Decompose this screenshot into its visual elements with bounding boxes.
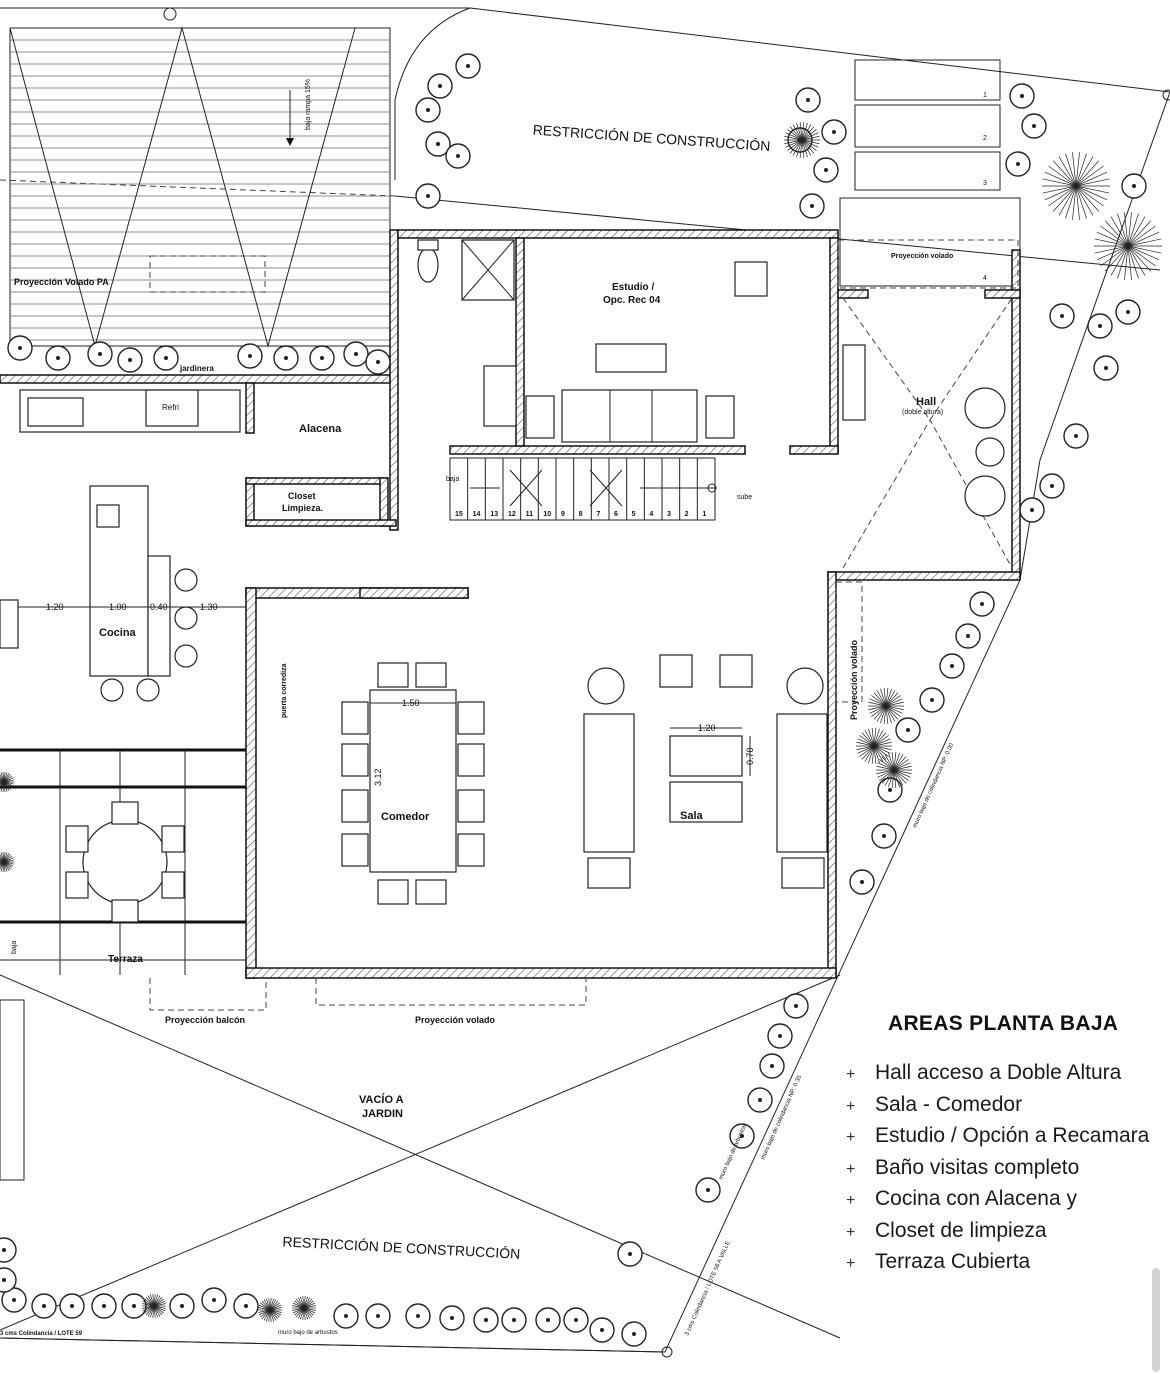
plus-icon: + <box>846 1255 856 1272</box>
stair-step-number: 2 <box>685 511 689 518</box>
garden-label-1: VACÍO A <box>359 1093 404 1106</box>
landscape-trees <box>0 53 1162 1347</box>
projection-balcony: Proyección balcón <box>165 1015 245 1025</box>
terrace-label: Terraza <box>108 954 143 965</box>
dim-kitchen-b: 1.00 <box>109 602 127 612</box>
plus-icon: + <box>846 1192 856 1209</box>
stair-step-number: 7 <box>596 511 600 518</box>
terrace <box>0 748 246 1181</box>
stair-step-number: 1 <box>702 511 706 518</box>
projection-pa-label: Proyección Volado PA <box>14 277 109 287</box>
legend-item: +Hall acceso a Doble Altura <box>846 1058 1170 1090</box>
parking-number-1: 1 <box>983 92 987 99</box>
plus-icon: + <box>846 1160 856 1178</box>
stair-step-number: 11 <box>526 511 534 518</box>
dim-table-l: 3.12 <box>373 768 383 786</box>
plus-icon: + <box>846 1223 856 1241</box>
dim-coffee-d: 0.70 <box>745 747 755 765</box>
dining-set <box>341 662 485 905</box>
studio-label-1: Estudio / <box>612 282 654 293</box>
walls <box>0 229 1021 979</box>
hall-label: Hall <box>916 396 936 408</box>
legend-item: +Sala - Comedor <box>846 1090 1170 1122</box>
garden-label-2: JARDIN <box>362 1108 403 1120</box>
ramp-label: baja rampa 15% <box>305 79 312 130</box>
stair-down-label: baja <box>446 476 459 483</box>
legend-item: +Terraza Cubierta <box>846 1247 1170 1279</box>
parking-number-2: 2 <box>983 135 987 142</box>
living-set <box>583 654 828 889</box>
projection-outlines <box>149 239 1019 1011</box>
stair-step-number: 4 <box>649 511 653 518</box>
stair-step-number: 3 <box>667 511 671 518</box>
terrace-down-label: baja <box>11 941 18 954</box>
restriction-bottom-label: RESTRICCIÓN DE CONSTRUCCIÓN <box>282 1233 521 1261</box>
stair-step-number: 12 <box>508 511 516 518</box>
dim-kitchen-a: 1.20 <box>46 602 64 612</box>
pantry-label: Alacena <box>299 423 342 435</box>
dim-table-w: 1.50 <box>402 698 420 708</box>
plus-icon: + <box>846 1066 856 1083</box>
legend-title: AREAS PLANTA BAJA <box>888 1012 1119 1035</box>
stair-step-number: 13 <box>490 511 498 518</box>
projection-overhang-bottom: Proyección volado <box>415 1015 496 1025</box>
ramp <box>9 26 391 348</box>
closet-label-2: Limpieza. <box>282 503 323 513</box>
parking-number-3: 3 <box>983 180 987 187</box>
sliding-door-label: puerta corrediza <box>281 663 288 718</box>
boundary-wall-2: muro bajo de colindancia NP: 0.35 <box>760 1074 803 1161</box>
dim-coffee-w: 1.20 <box>698 723 716 733</box>
plus-icon: + <box>846 1129 856 1146</box>
restriction-top-label: RESTRICCIÓN DE CONSTRUCCIÓN <box>532 122 771 155</box>
legend-item: +Closet de limpieza <box>846 1216 1170 1248</box>
dim-kitchen-d: 1.30 <box>200 602 218 612</box>
projection-overhang-top: Proyección volado <box>891 253 953 260</box>
boundary-wall-1: muro bajo de colindancia NP: 0.00 <box>912 742 955 829</box>
stair-step-number: 6 <box>614 511 618 518</box>
studio-label-2: Opc. Rec 04 <box>603 295 661 306</box>
dim-kitchen-c: 0.40 <box>150 602 168 612</box>
living-label: Sala <box>680 810 704 822</box>
closet-label-1: Closet <box>288 491 316 501</box>
stair-step-number: 8 <box>579 511 583 518</box>
stair-step-number: 9 <box>561 511 565 518</box>
dining-label: Comedor <box>381 811 430 823</box>
stair-step-number: 5 <box>632 511 636 518</box>
low-wall-shrubs-1: muro bajo de arbustos <box>278 1330 338 1336</box>
projection-overhang-side: Proyección volado <box>849 639 859 720</box>
kitchen <box>0 389 246 702</box>
parking-stalls <box>839 59 1021 287</box>
parking-number-4: 4 <box>983 275 987 282</box>
stair-step-number: 15 <box>455 511 463 518</box>
stair-step-number: 10 <box>543 511 551 518</box>
legend-item: +Estudio / Opción a Recamara <box>846 1121 1170 1153</box>
fridge-label: Refri <box>162 403 179 412</box>
stairs: 15 14 13 12 11 10 9 8 7 6 5 4 3 2 1 <box>449 457 717 521</box>
legend-item: +Baño visitas completo <box>846 1153 1170 1185</box>
legend-item: +Cocina con Alacena y <box>846 1184 1170 1216</box>
areas-legend: AREAS PLANTA BAJA +Hall acceso a Doble A… <box>846 1012 1170 1279</box>
stair-up-label: sube <box>737 494 752 501</box>
planter-label: jardinera <box>179 364 214 373</box>
scrollbar-thumb[interactable] <box>1152 1268 1160 1372</box>
studio-bath <box>417 239 866 443</box>
lot-boundary-label: 3 cms Colindancia / LOTE 59 <box>0 1331 83 1337</box>
legend-list: +Hall acceso a Doble Altura +Sala - Come… <box>846 1058 1170 1279</box>
hall <box>842 297 1013 569</box>
plus-icon: + <box>846 1097 856 1115</box>
stair-step-number: 14 <box>473 511 481 518</box>
hall-sub-label: (doble altura) <box>902 409 943 416</box>
kitchen-label: Cocina <box>99 627 137 639</box>
